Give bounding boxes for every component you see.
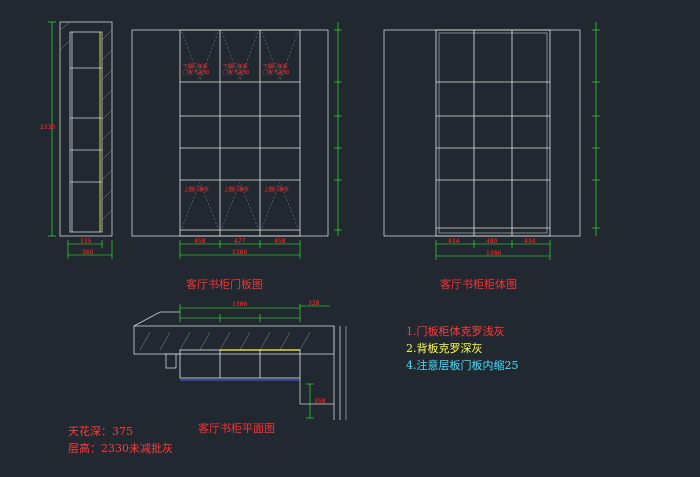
dim-door-w1: 458 (194, 238, 206, 245)
dim-body-w1: 434 (448, 238, 460, 245)
note-2: 2.背板克罗深灰 (406, 342, 483, 355)
note-3: 4.注意层板门板内缩25 (406, 359, 519, 372)
door-note-lower-left: 上翻门板折 (184, 187, 210, 193)
note-1: 1.门板柜体克罗浅灰 (406, 325, 505, 338)
dim-side-height: 2330 (40, 124, 56, 131)
floor-height-note: 层高：2330未减批灰 (68, 442, 173, 455)
dim-door-w2: 477 (234, 238, 246, 245)
dim-side-depth-a: 335 (80, 238, 92, 245)
ceiling-depth-note: 天花深：375 (68, 425, 133, 438)
body-elevation-title: 客厅书柜柜体图 (440, 278, 517, 291)
dim-plan-side: 328 (308, 300, 320, 307)
door-elevation-title: 客厅书柜门板图 (186, 278, 263, 291)
dim-body-w3: 434 (524, 238, 536, 245)
door-note-upper-mid: 下翻门板折 门板下盖30 (223, 64, 250, 76)
door-elevation (131, 29, 329, 237)
side-dimensions (48, 21, 113, 259)
door-note-lower-mid: 上翻门板折 (224, 187, 250, 193)
dim-side-depth-total: 360 (82, 249, 94, 256)
dim-door-total: 1386 (232, 249, 248, 256)
plan-title: 客厅书柜平面图 (198, 422, 275, 435)
dim-door-w3: 458 (274, 238, 286, 245)
dim-plan-total: 1386 (232, 301, 248, 308)
dim-body-w2: 480 (486, 238, 498, 245)
door-note-upper-right: 下翻门板折 门板下盖30 (263, 64, 290, 76)
dim-plan-depth: 358 (314, 398, 326, 405)
door-note-lower-right: 上翻门板折 (264, 187, 290, 193)
side-section (59, 21, 113, 237)
body-dimensions (435, 22, 600, 260)
dim-body-total: 1386 (486, 250, 502, 257)
body-elevation (383, 29, 581, 237)
plan-view (133, 311, 347, 420)
door-dimensions (179, 22, 342, 259)
plan-dimensions (179, 304, 330, 419)
door-note-upper-left: 下翻门板折 门板下盖30 (183, 64, 210, 76)
